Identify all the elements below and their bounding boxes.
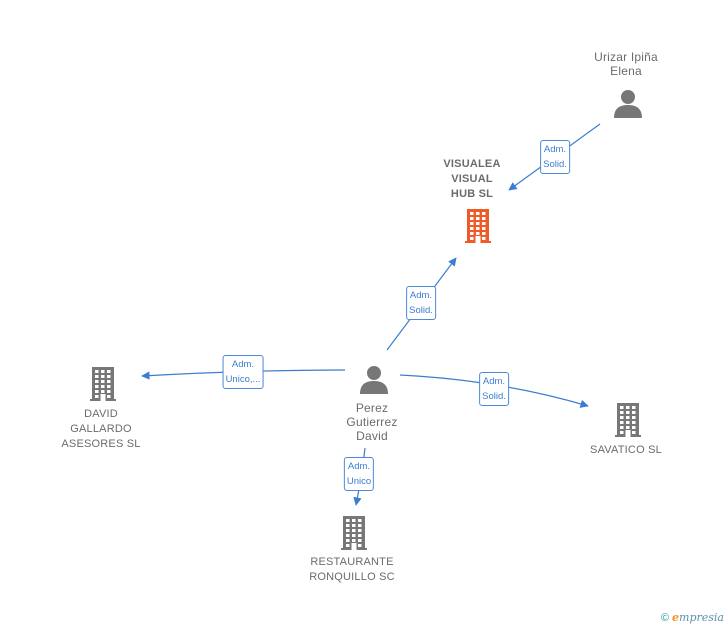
- relation-label[interactable]: Adm. Unico,...: [222, 355, 264, 389]
- company-name-label[interactable]: VISUALEA VISUAL HUB SL: [443, 158, 501, 200]
- footer-brand: © empresia: [661, 611, 724, 624]
- brand-logo-text: mpresia: [679, 611, 724, 624]
- person-icon[interactable]: [613, 88, 643, 123]
- person-name-label[interactable]: Perez Gutierrez David: [346, 401, 398, 443]
- building-icon[interactable]: [341, 516, 367, 555]
- person-name-label[interactable]: Urizar Ipiña Elena: [594, 50, 658, 78]
- building-icon[interactable]: [465, 209, 491, 248]
- relation-label[interactable]: Adm. Solid.: [479, 372, 509, 406]
- company-name-label[interactable]: SAVATICO SL: [590, 444, 662, 456]
- relation-label[interactable]: Adm. Unico: [343, 457, 375, 491]
- relation-label[interactable]: Adm. Solid.: [406, 286, 436, 320]
- company-name-label[interactable]: RESTAURANTE RONQUILLO SC: [309, 556, 395, 583]
- company-name-label[interactable]: DAVID GALLARDO ASESORES SL: [61, 408, 141, 450]
- person-icon[interactable]: [359, 364, 389, 399]
- building-icon[interactable]: [90, 367, 116, 406]
- building-icon[interactable]: [615, 403, 641, 442]
- relation-label[interactable]: Adm. Solid.: [540, 140, 570, 174]
- copyright-mark: ©: [660, 611, 670, 624]
- brand-logo-initial: e: [672, 611, 680, 624]
